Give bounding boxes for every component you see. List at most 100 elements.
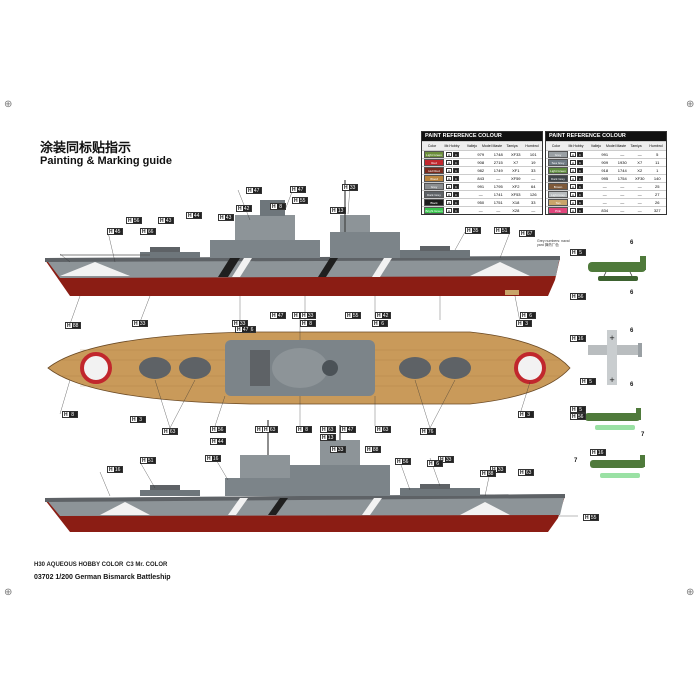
model-master-value: — <box>620 208 625 213</box>
column-header: Model Master <box>606 144 626 148</box>
callout-aqueous-letter: H <box>272 204 276 210</box>
tamiya-value: XF53 <box>510 192 521 197</box>
tamiya-value: — <box>637 152 642 157</box>
page-title: Painting & Marking guide <box>40 155 173 167</box>
callout-aqueous-letter: H <box>257 427 261 433</box>
callout-color-number: 8 <box>302 427 311 433</box>
callout-color-number: 44 <box>192 213 201 219</box>
aqueous-code: H <box>446 184 452 189</box>
humbrol-value: 26 <box>655 200 660 205</box>
callout-color-number: 56 <box>576 414 585 420</box>
vallejo-value: 908 <box>477 160 485 165</box>
mr-color-code: C <box>577 152 583 157</box>
model-master-value: 1744 <box>617 168 627 173</box>
humbrol-value: 11 <box>655 160 660 165</box>
callout-aqueous-letter: H <box>322 427 326 433</box>
humbrol-value: — <box>531 176 536 181</box>
mr-color-code: C <box>453 192 459 197</box>
vallejo-value: — <box>602 200 607 205</box>
mr-color-code: C <box>577 184 583 189</box>
column-header: Color <box>427 144 437 148</box>
callout-color-number: 5 <box>576 250 585 256</box>
model-master-value: — <box>620 184 625 189</box>
callout-color-number: 33 <box>444 457 453 463</box>
callout-color-number: 6 <box>378 321 387 327</box>
callout-color-number: 56 <box>401 459 410 465</box>
model-master-value: 1754 <box>617 176 627 181</box>
tamiya-value: XF33 <box>510 152 521 157</box>
vallejo-value: — <box>602 192 607 197</box>
model-master-value: — <box>496 208 501 213</box>
callout-aqueous-letter: H <box>142 458 146 464</box>
callout-color-number: 56 <box>216 427 225 433</box>
callout-aqueous-letter: H <box>234 321 238 327</box>
callout-color-number: 6 <box>526 313 535 319</box>
callout-aqueous-letter: H <box>377 427 381 433</box>
callout-aqueous-letter: H <box>294 313 298 319</box>
aqueous-code: H <box>446 176 452 181</box>
vallejo-value: 979 <box>477 152 485 157</box>
callout-aqueous-letter: H <box>292 187 296 193</box>
tamiya-value: XF1 <box>512 168 520 173</box>
callout-aqueous-letter: H <box>109 229 113 235</box>
callout-color-number: 3 <box>136 417 145 423</box>
callout-aqueous-letter: H <box>374 321 378 327</box>
callout-aqueous-letter: H <box>377 313 381 319</box>
model-master-value: 1741 <box>493 192 503 197</box>
callout-color-number: 47 <box>276 313 285 319</box>
color-swatch: Brown <box>548 183 568 190</box>
callout-color-number: 42 <box>242 206 251 212</box>
humbrol-value: 19 <box>531 160 536 165</box>
callout-aqueous-letter: H <box>237 327 241 333</box>
callout-aqueous-letter: H <box>212 427 216 433</box>
callout-aqueous-letter: H <box>582 379 586 385</box>
callout-aqueous-letter: H <box>467 228 471 234</box>
plane-top-view: + + <box>588 330 642 385</box>
mr-color-code: C <box>577 160 583 165</box>
model-master-value: — <box>496 176 501 181</box>
color-swatch: Hull Red <box>424 167 444 174</box>
tamiya-value: X2 <box>637 168 643 173</box>
legend-aqueous-hobby-color: H30 AQUEOUS HOBBY COLOR <box>34 562 124 568</box>
naval-yard-note: Grey numbers: naval yard 弹药厂色 <box>537 239 570 247</box>
callout-aqueous-letter: H <box>572 336 576 342</box>
callout-color-number: 33 <box>496 467 505 473</box>
callout-color-number: 63 <box>381 427 390 433</box>
tamiya-value: — <box>637 184 642 189</box>
callout-aqueous-letter: H <box>302 313 306 319</box>
model-master-value: 1749 <box>493 168 503 173</box>
callout-color-number: 33 <box>138 321 147 327</box>
callout-color-number: 35 <box>471 228 480 234</box>
humbrol-value: 1 <box>656 168 659 173</box>
registration-mark-right-bottom: ⊕ <box>686 587 695 598</box>
callout-color-number: 66 <box>146 229 155 235</box>
callout-aqueous-letter: H <box>520 470 524 476</box>
column-header: Humbrol <box>525 144 539 148</box>
callout-color-number: 43 <box>224 215 233 221</box>
humbrol-value: 64 <box>531 184 536 189</box>
humbrol-value: 140 <box>653 176 661 181</box>
